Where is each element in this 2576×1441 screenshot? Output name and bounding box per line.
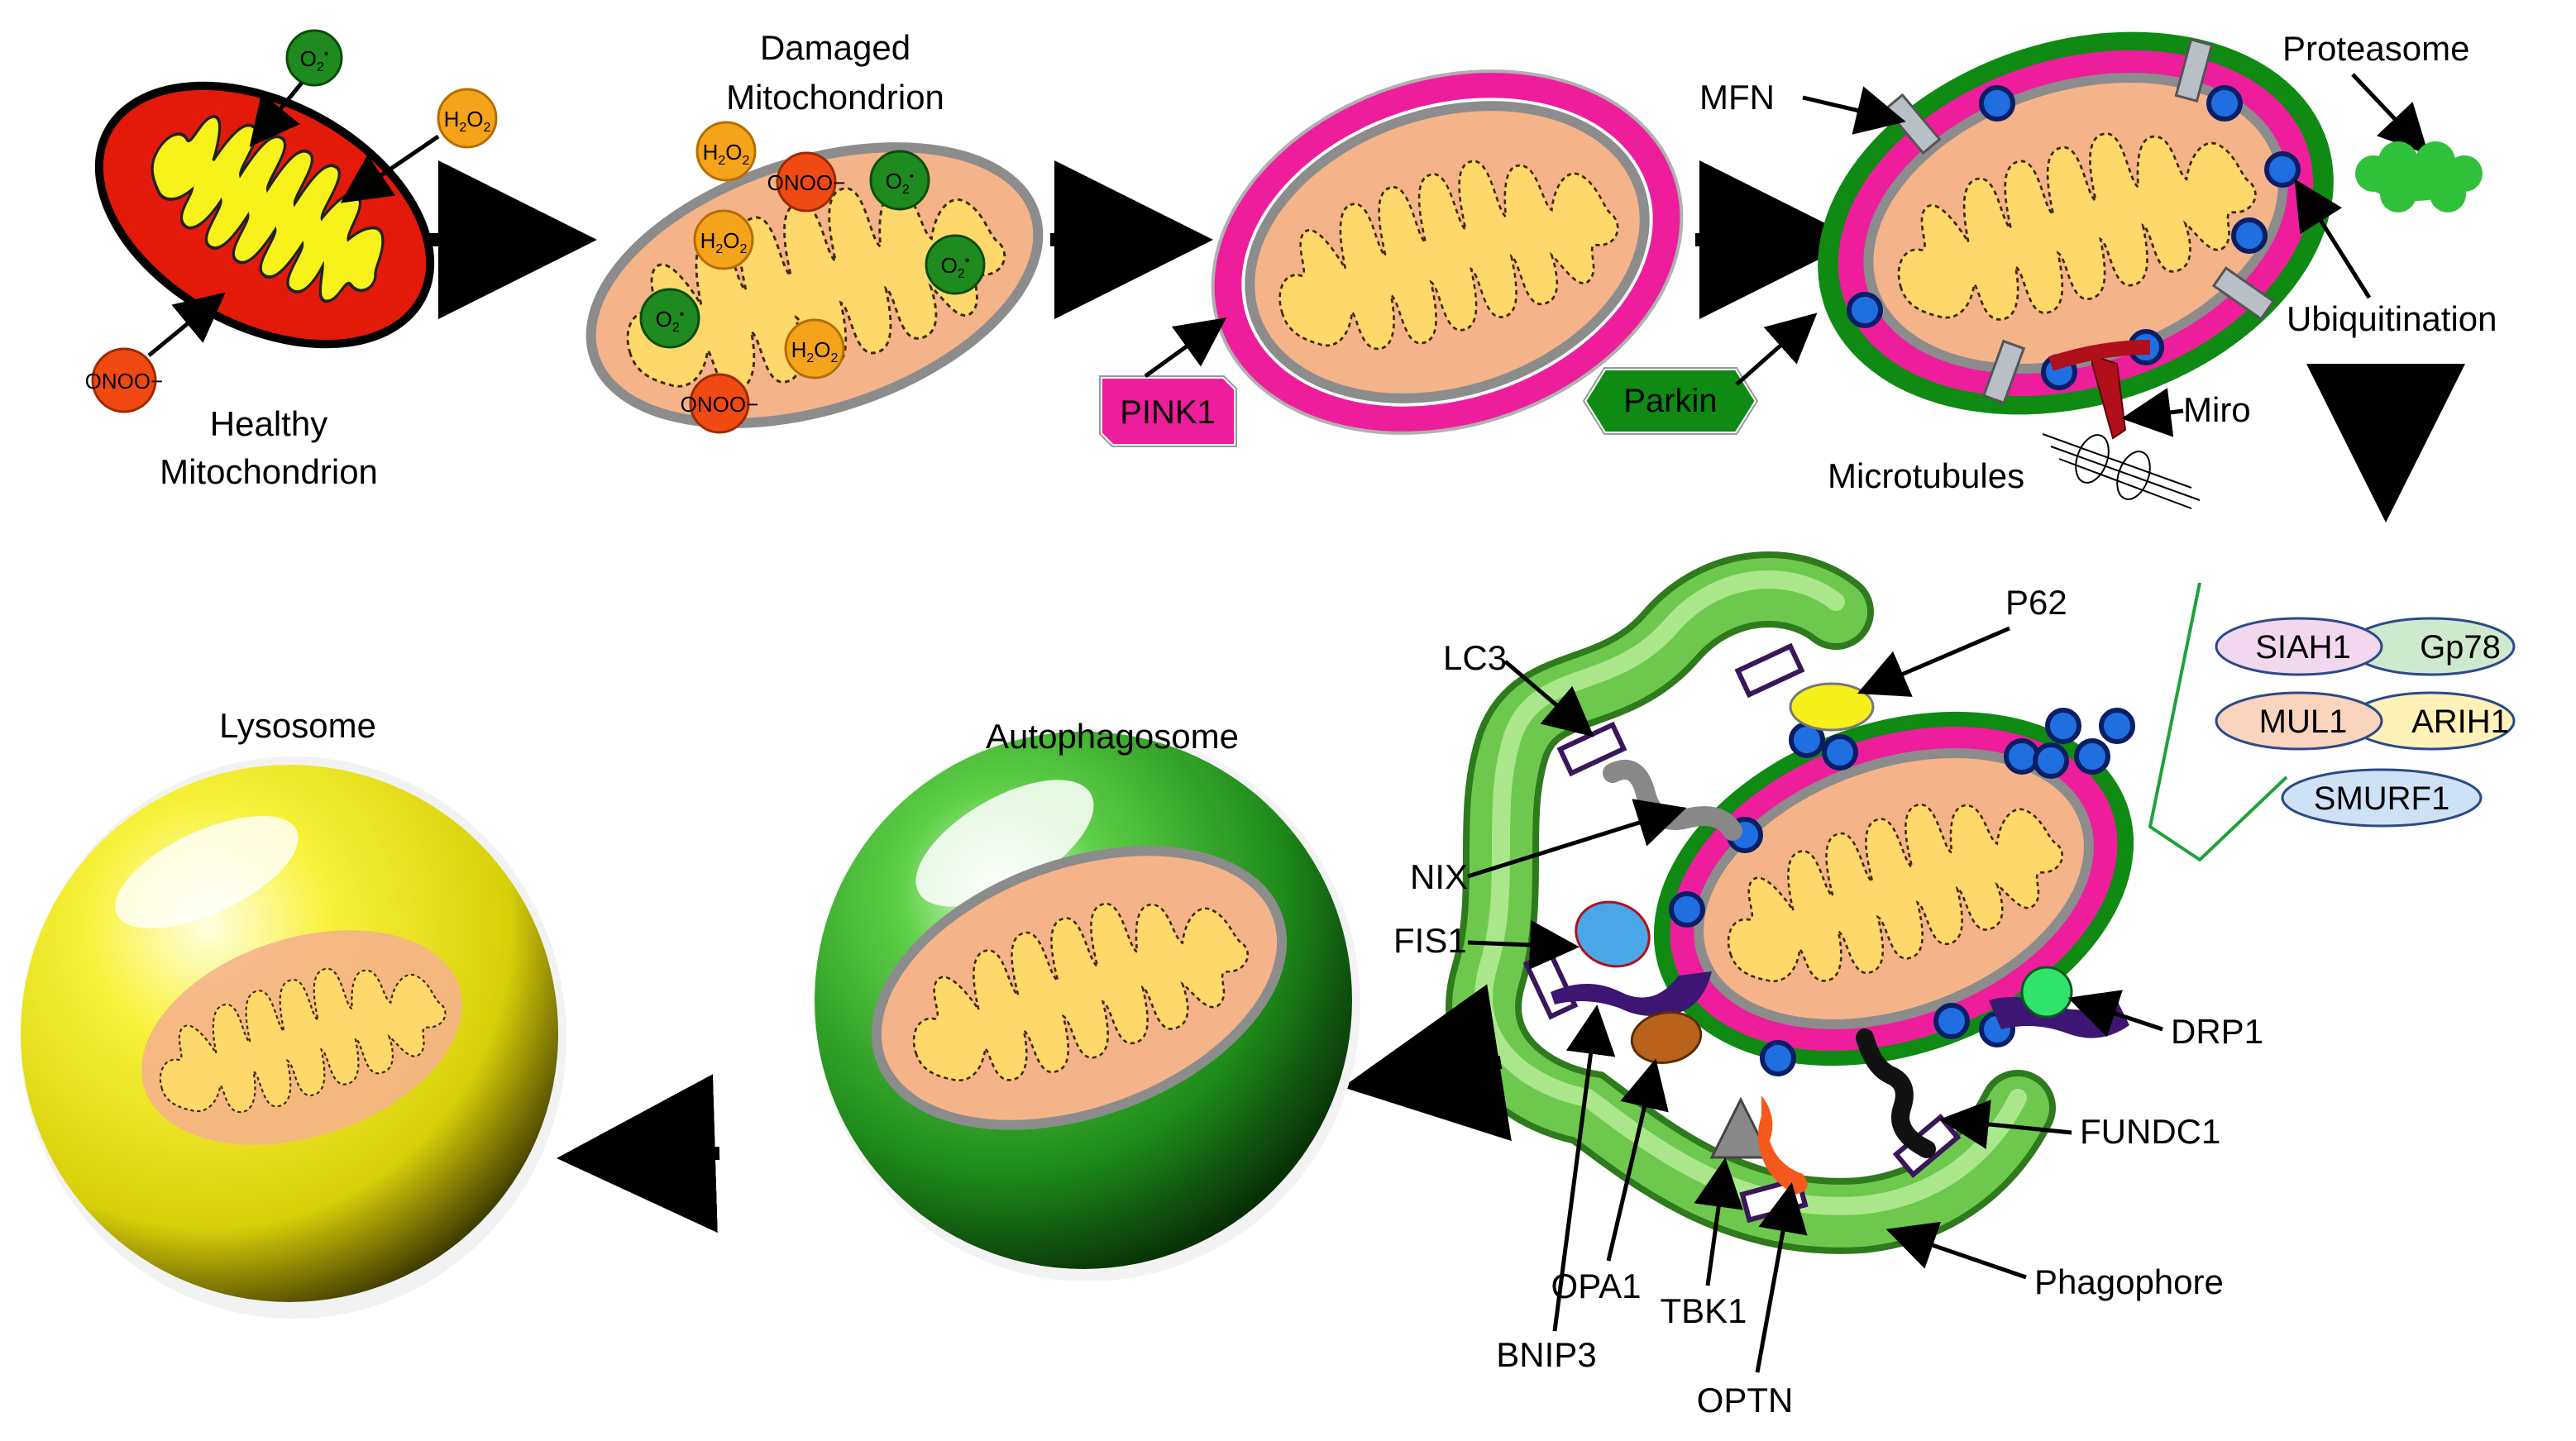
- proteasome-label: Proteasome: [2282, 29, 2469, 68]
- healthy-mito-label-2: Mitochondrion: [160, 452, 378, 491]
- bnip3-label: BNIP3: [1496, 1335, 1596, 1374]
- damaged-mitochondrion: H2O2 ONOO− O2• H2O2 O2• O2• H2O2 ONOO−: [585, 121, 1044, 434]
- opa1-protein: [1630, 1011, 1703, 1064]
- miro-label: Miro: [2183, 390, 2251, 429]
- phagophore-label: Phagophore: [2034, 1262, 2224, 1301]
- e3-callout: [2148, 582, 2288, 862]
- ubiquitination-label: Ubiquitination: [2287, 299, 2497, 338]
- phagophore: [1446, 551, 2056, 1254]
- svg-text:Gp78: Gp78: [2420, 629, 2501, 666]
- svg-text:H2O2: H2O2: [791, 337, 839, 365]
- progression-arrow-5: [557, 1074, 720, 1233]
- p62-protein: [1789, 682, 1875, 732]
- svg-text:H2O2: H2O2: [700, 228, 748, 256]
- svg-text:MUL1: MUL1: [2259, 704, 2348, 740]
- optn-protein: [1758, 1095, 1808, 1195]
- lc3-label: LC3: [1443, 638, 1507, 677]
- nix-protein: [1603, 760, 1742, 841]
- svg-text:PINK1: PINK1: [1120, 394, 1216, 431]
- e3-ligases: Gp78 SIAH1 ARIH1 MUL1 SMURF1: [2215, 617, 2516, 828]
- svg-text:H2O2: H2O2: [703, 140, 750, 168]
- svg-text:ONOO−: ONOO−: [681, 392, 759, 417]
- healthy-mitochondrion: [94, 81, 435, 349]
- autophagosome-label: Autophagosome: [986, 717, 1239, 756]
- svg-text:O2•: O2•: [300, 46, 329, 74]
- svg-text:Parkin: Parkin: [1623, 383, 1717, 419]
- fundc1-label: FUNDC1: [2080, 1112, 2220, 1151]
- peroxynitrite-molecule: ONOO−: [85, 347, 164, 413]
- healthy-mito-label-1: Healthy: [210, 404, 327, 443]
- superoxide-molecule: O2•: [285, 29, 343, 87]
- svg-text:ONOO−: ONOO−: [767, 170, 846, 195]
- pink1-mitochondrion: [1211, 69, 1684, 435]
- fis1-label: FIS1: [1393, 921, 1467, 960]
- damaged-mito-label-1: Damaged: [760, 28, 910, 67]
- svg-text:ARIH1: ARIH1: [2411, 704, 2509, 740]
- svg-text:SIAH1: SIAH1: [2255, 629, 2351, 666]
- h2o2-molecule: H2O2: [437, 88, 498, 149]
- mfn-label: MFN: [1699, 78, 1775, 117]
- drp1-label: DRP1: [2171, 1012, 2263, 1051]
- engulfed-mitochondrion: [1653, 708, 2135, 1076]
- autophagosome: [815, 728, 1360, 1281]
- fundc1-protein: [1856, 1028, 1936, 1158]
- parkin-badge: Parkin: [1580, 365, 1761, 437]
- bnip3-protein: [1551, 971, 1712, 1016]
- svg-text:O2•: O2•: [886, 169, 915, 197]
- pink1-badge: PINK1: [1097, 374, 1239, 449]
- tbk1-label: TBK1: [1660, 1291, 1747, 1330]
- drp1-protein: [2020, 966, 2073, 1019]
- microtubules: [2042, 433, 2201, 509]
- tbk1-protein: [1709, 1096, 1772, 1159]
- microtubules-label: Microtubules: [1828, 456, 2024, 495]
- svg-text:ONOO−: ONOO−: [85, 369, 164, 394]
- damaged-mito-label-2: Mitochondrion: [726, 78, 944, 117]
- lysosome-label: Lysosome: [219, 706, 376, 745]
- svg-text:O2•: O2•: [941, 253, 970, 281]
- proteasome-shape: [2355, 141, 2483, 212]
- lysosome: [21, 756, 566, 1319]
- p62-label: P62: [2005, 583, 2067, 622]
- svg-text:H2O2: H2O2: [444, 107, 491, 135]
- svg-text:O2•: O2•: [656, 307, 685, 335]
- optn-label: OPTN: [1697, 1381, 1794, 1420]
- progression-arrow-4: [1342, 984, 1512, 1142]
- fis1-protein: [1575, 900, 1651, 968]
- parkin-mitochondrion: [1818, 31, 2334, 509]
- nix-label: NIX: [1410, 857, 1468, 896]
- opa1-label: OPA1: [1551, 1267, 1642, 1305]
- svg-text:SMURF1: SMURF1: [2314, 780, 2449, 817]
